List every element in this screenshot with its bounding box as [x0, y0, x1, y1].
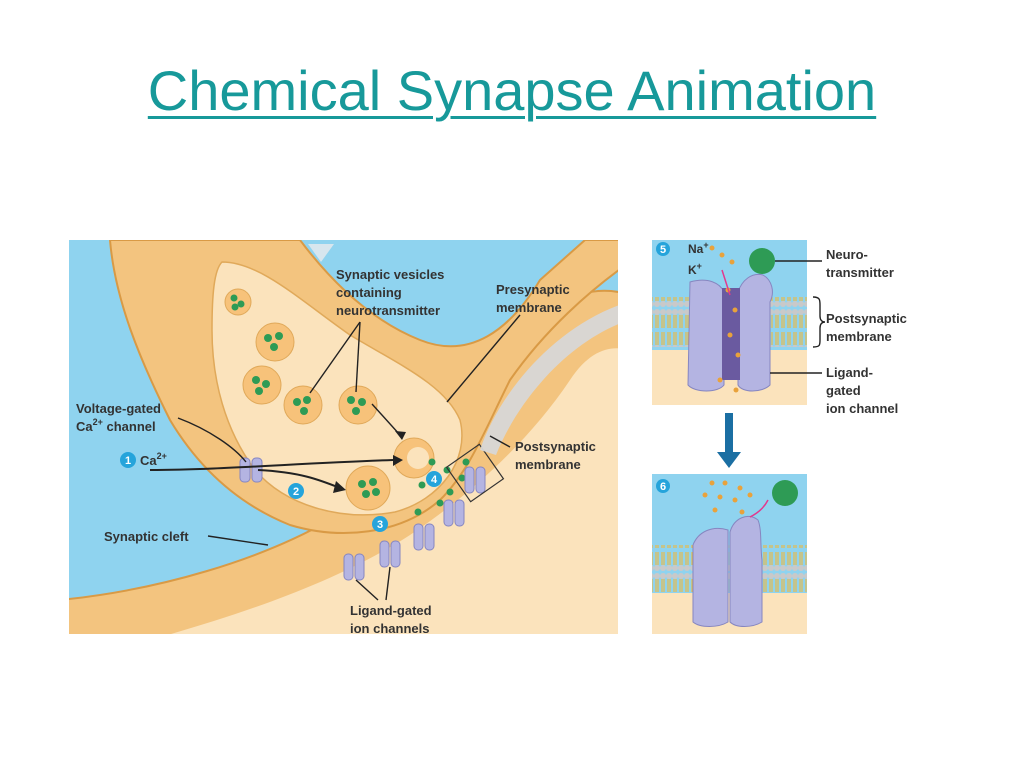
ligand-gated-channel [443, 499, 465, 527]
vesicle [224, 288, 252, 316]
vesicle-docking [393, 437, 435, 479]
panel-6-channel-closed: 6 [652, 474, 807, 634]
ligand-gated-channel [379, 540, 401, 568]
zoom-arrow [480, 305, 618, 455]
label-cleft: Synaptic cleft [104, 529, 189, 544]
ligand-gated-channel [464, 466, 486, 494]
label-neurotransmitter-2: transmitter [826, 265, 894, 280]
label-ligand-channel-3: ion channel [826, 401, 898, 416]
top-marker [308, 244, 334, 262]
process-arrows [149, 459, 394, 489]
page-title: Chemical Synapse Animation [147, 59, 877, 122]
zoom-box [445, 443, 505, 503]
svg-text:5: 5 [660, 244, 666, 256]
label-k: K+ [688, 261, 702, 277]
label-voltage-gated: Voltage-gated [76, 401, 161, 416]
label-postsynaptic-membrane-2: membrane [826, 329, 892, 344]
step-badge-3: 3 [372, 516, 388, 532]
label-postsynaptic: Postsynaptic [515, 439, 596, 454]
label-postsynaptic-membrane: Postsynaptic [826, 311, 907, 326]
ligand-gated-channel [413, 523, 435, 551]
neurotransmitter-bound [749, 248, 775, 274]
label-postsynaptic-2: membrane [515, 457, 581, 472]
label-ligand-channels-2: ion channels [350, 621, 429, 636]
svg-text:6: 6 [660, 481, 666, 493]
voltage-gated-channel [239, 457, 263, 483]
postsynaptic-cytoplasm [171, 348, 618, 634]
vesicle [338, 385, 378, 425]
svg-text:2: 2 [293, 486, 299, 498]
step-badge-5: 5 [656, 242, 670, 256]
vesicle [283, 385, 323, 425]
svg-text:1: 1 [125, 455, 131, 467]
released-neurotransmitter [414, 458, 470, 516]
vesicle [255, 322, 295, 362]
ligand-gated-channel [343, 553, 365, 581]
label-presynaptic: Presynaptic [496, 282, 570, 297]
label-ligand-channel: Ligand- [826, 365, 873, 380]
svg-text:3: 3 [377, 519, 383, 531]
open-channel [687, 273, 773, 392]
panel-5-channel-open: 5 Na+ K+ [652, 240, 807, 405]
label-ligand-channel-2: gated [826, 383, 861, 398]
step-badge-4: 4 [426, 471, 442, 487]
label-vesicles-2: containing [336, 285, 402, 300]
label-presynaptic-2: membrane [496, 300, 562, 315]
down-arrow [717, 413, 741, 468]
label-neurotransmitter: Neuro- [826, 247, 868, 262]
step-badge-2: 2 [288, 483, 304, 499]
closed-channel [692, 516, 763, 627]
label-calcium: Ca2+ [140, 451, 167, 468]
vesicle [345, 465, 391, 511]
label-ligand-channels: Ligand-gated [350, 603, 432, 618]
vesicle [242, 365, 282, 405]
step-badge-1: 1 [120, 452, 136, 468]
brace-membrane [812, 296, 826, 348]
label-na: Na+ [688, 240, 709, 256]
label-voltage-gated-2: Ca2+ channel [76, 417, 156, 434]
label-vesicles-3: neurotransmitter [336, 303, 440, 318]
svg-text:4: 4 [431, 474, 438, 486]
step-badge-6: 6 [656, 479, 670, 493]
main-synapse-panel: 1 2 3 4 Synaptic vesicles containing neu… [69, 240, 618, 636]
label-vesicles: Synaptic vesicles [336, 267, 444, 282]
neurotransmitter-released [772, 480, 798, 506]
leader-lines [177, 314, 521, 601]
